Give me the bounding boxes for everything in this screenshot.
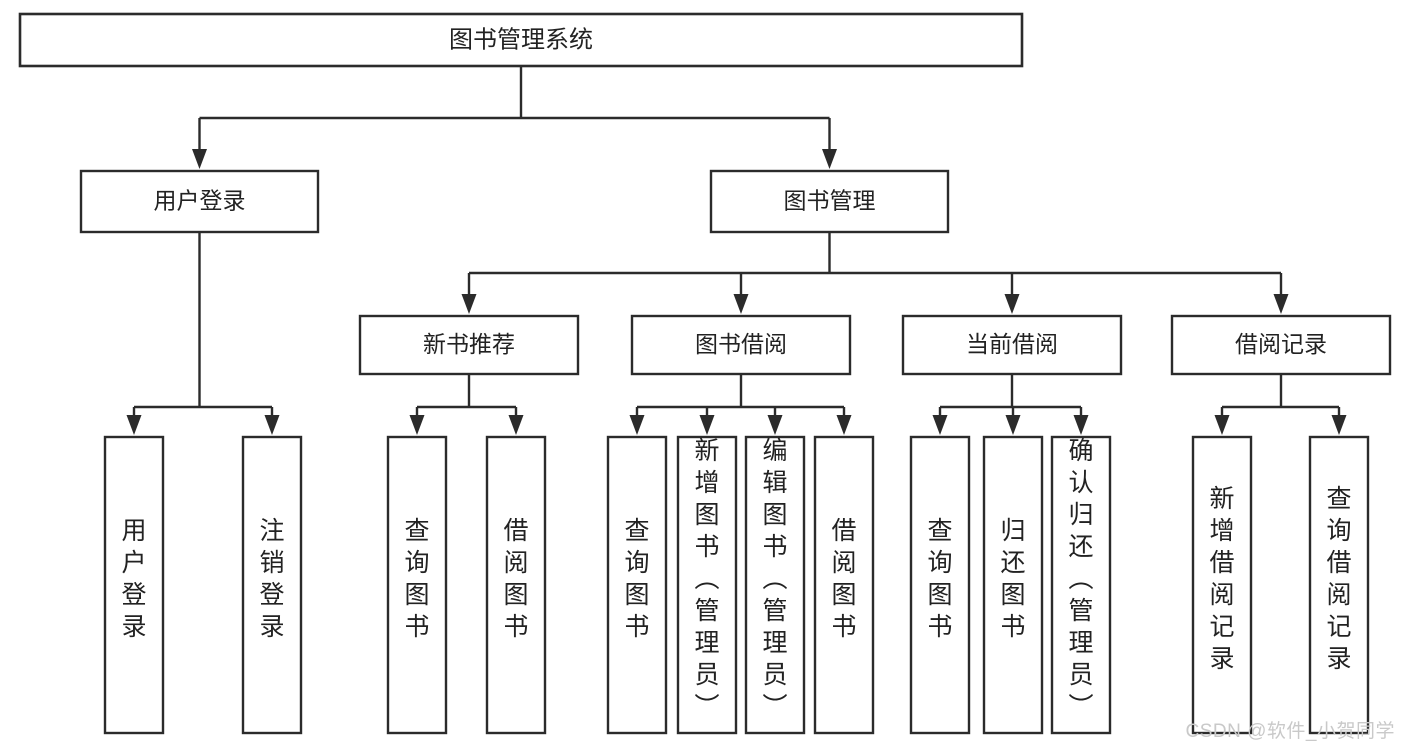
leaf-box xyxy=(103,435,165,735)
arrow-head-icon xyxy=(836,415,852,435)
node-label: 图书管理 xyxy=(784,188,876,214)
node-box xyxy=(901,314,1123,376)
node-borrow-record[interactable]: 借阅记录 xyxy=(1170,314,1392,376)
leaf-label: 新增图书︵管理员︶ xyxy=(694,437,719,721)
node-book-manage[interactable]: 图书管理 xyxy=(709,169,950,234)
node-label: 用户登录 xyxy=(154,188,246,214)
leaf-box xyxy=(909,435,971,735)
arrow-head-icon xyxy=(1331,415,1347,435)
leaf-leaf-borrow-book-2[interactable]: 借阅图书 xyxy=(813,435,875,735)
arrow-head-icon xyxy=(508,415,524,435)
leaf-label: 查询图书 xyxy=(404,517,429,641)
leaf-box xyxy=(386,435,448,735)
leaf-box xyxy=(813,435,875,735)
node-label: 图书管理系统 xyxy=(449,26,593,53)
leaf-box xyxy=(1191,435,1253,735)
leaf-label: 编辑图书︵管理员︶ xyxy=(762,437,787,721)
leaf-leaf-add-book[interactable]: 新增图书︵管理员︶ xyxy=(676,435,738,735)
node-label: 借阅记录 xyxy=(1235,331,1327,357)
leaf-leaf-borrow-book-1[interactable]: 借阅图书 xyxy=(485,435,547,735)
leaf-leaf-edit-book[interactable]: 编辑图书︵管理员︶ xyxy=(744,435,806,735)
node-new-book-recommend[interactable]: 新书推荐 xyxy=(358,314,580,376)
leaf-box xyxy=(744,435,806,735)
leaf-box xyxy=(485,435,547,735)
arrow-head-icon xyxy=(1004,294,1020,314)
node-box xyxy=(630,314,852,376)
node-box xyxy=(18,12,1024,68)
leaf-label: 查询图书 xyxy=(624,517,649,641)
node-label: 新书推荐 xyxy=(423,331,515,357)
arrow-head-icon xyxy=(461,294,477,314)
leaf-label: 查询借阅记录 xyxy=(1326,485,1351,673)
node-root[interactable]: 图书管理系统 xyxy=(18,12,1024,68)
leaf-leaf-add-borrow-record[interactable]: 新增借阅记录 xyxy=(1191,435,1253,735)
leaf-label: 归还图书 xyxy=(1000,517,1025,641)
leaf-box xyxy=(241,435,303,735)
arrow-head-icon xyxy=(822,149,837,169)
leaf-label: 用户登录 xyxy=(121,517,146,641)
arrow-head-icon xyxy=(733,294,749,314)
leaf-box xyxy=(1050,435,1112,735)
leaf-label: 确认归还︵管理员︶ xyxy=(1068,437,1093,721)
node-box xyxy=(79,169,320,234)
arrow-head-icon xyxy=(1273,294,1289,314)
leaf-leaf-query-borrow-record[interactable]: 查询借阅记录 xyxy=(1308,435,1370,735)
arrow-head-icon xyxy=(264,415,280,435)
arrow-head-icon xyxy=(1214,415,1230,435)
arrow-head-icon xyxy=(192,149,207,169)
leaf-leaf-query-book-2[interactable]: 查询图书 xyxy=(606,435,668,735)
leaf-label: 注销登录 xyxy=(259,517,284,641)
node-book-borrow[interactable]: 图书借阅 xyxy=(630,314,852,376)
node-label: 图书借阅 xyxy=(695,331,787,357)
leaf-leaf-confirm-return[interactable]: 确认归还︵管理员︶ xyxy=(1050,435,1112,735)
arrow-head-icon xyxy=(409,415,425,435)
leaf-box xyxy=(982,435,1044,735)
arrow-head-icon xyxy=(629,415,645,435)
leaf-leaf-user-login[interactable]: 用户登录 xyxy=(103,435,165,735)
node-box xyxy=(1170,314,1392,376)
arrow-head-icon xyxy=(126,415,142,435)
leaf-label: 查询图书 xyxy=(927,517,952,641)
leaf-leaf-logout[interactable]: 注销登录 xyxy=(241,435,303,735)
leaf-leaf-query-book-3[interactable]: 查询图书 xyxy=(909,435,971,735)
arrow-head-icon xyxy=(699,415,715,435)
leaf-label: 新增借阅记录 xyxy=(1209,485,1234,673)
leaf-label: 借阅图书 xyxy=(831,517,856,641)
leaf-box xyxy=(1308,435,1370,735)
node-user-login[interactable]: 用户登录 xyxy=(79,169,320,234)
leaf-box xyxy=(606,435,668,735)
node-label: 当前借阅 xyxy=(966,331,1058,357)
node-current-borrow[interactable]: 当前借阅 xyxy=(901,314,1123,376)
node-box xyxy=(358,314,580,376)
node-box xyxy=(709,169,950,234)
arrow-head-icon xyxy=(767,415,783,435)
arrow-head-icon xyxy=(1073,415,1089,435)
leaf-leaf-return-book[interactable]: 归还图书 xyxy=(982,435,1044,735)
arrow-head-icon xyxy=(932,415,948,435)
leaf-label: 借阅图书 xyxy=(503,517,528,641)
arrow-head-icon xyxy=(1005,415,1021,435)
leaf-box xyxy=(676,435,738,735)
leaf-leaf-query-book-1[interactable]: 查询图书 xyxy=(386,435,448,735)
